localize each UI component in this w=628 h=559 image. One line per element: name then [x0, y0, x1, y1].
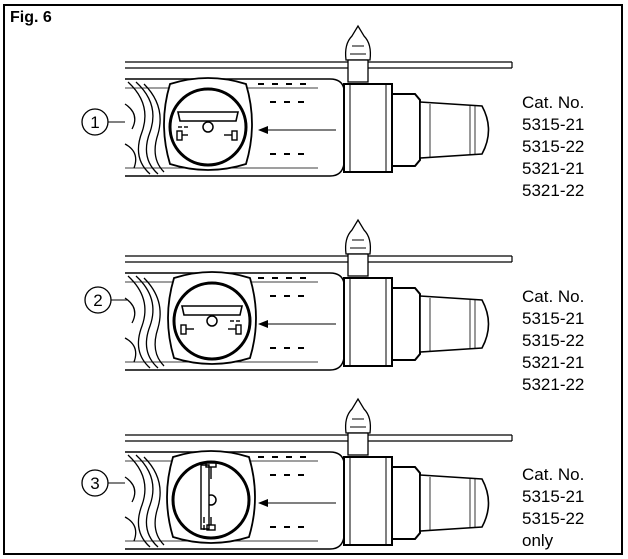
hammer-drill-icon — [203, 517, 216, 531]
caption-line: 5315-22 — [522, 137, 585, 156]
hammer-icon — [224, 130, 238, 141]
caption-line: only — [522, 531, 554, 550]
drill-panel-2 — [124, 219, 513, 371]
drill-panel-1 — [124, 25, 513, 177]
figure-label: Fig. 6 — [10, 9, 52, 26]
svg-text:3: 3 — [90, 474, 99, 493]
callout-2: 2 — [84, 286, 128, 314]
callout-1: 1 — [81, 108, 125, 136]
caption-line: 5315-21 — [522, 487, 585, 506]
hammer-drill-icon — [176, 126, 188, 141]
caption-line: Cat. No. — [522, 465, 585, 484]
caption-line: 5315-22 — [522, 331, 585, 350]
chisel-icon — [205, 462, 217, 479]
caption-panel-2: Cat. No. 5315-21 5315-22 5321-21 5321-22 — [522, 286, 584, 396]
drill-panel-3 — [124, 398, 513, 550]
caption-line: 5321-21 — [522, 353, 585, 372]
callout-3: 3 — [81, 469, 125, 497]
drill-icon — [180, 324, 194, 335]
mode-dial-2[interactable] — [166, 270, 258, 366]
caption-line: Cat. No. — [522, 93, 585, 112]
hammer-drill-icon — [228, 320, 242, 335]
caption-line: 5315-22 — [522, 509, 585, 528]
caption-line: 5321-22 — [522, 375, 585, 394]
caption-line: Cat. No. — [522, 287, 585, 306]
mode-dial-1[interactable] — [162, 76, 254, 172]
mode-dial-3[interactable] — [165, 449, 257, 545]
caption-line: 5315-21 — [522, 115, 585, 134]
caption-panel-1: Cat. No. 5315-21 5315-22 5321-21 5321-22 — [522, 92, 584, 202]
caption-panel-3: Cat. No. 5315-21 5315-22 only — [522, 464, 584, 552]
caption-line: 5321-21 — [522, 159, 585, 178]
caption-line: 5315-21 — [522, 309, 585, 328]
svg-text:1: 1 — [90, 113, 99, 132]
svg-text:2: 2 — [93, 291, 102, 310]
figure-frame — [3, 4, 623, 555]
caption-line: 5321-22 — [522, 181, 585, 200]
